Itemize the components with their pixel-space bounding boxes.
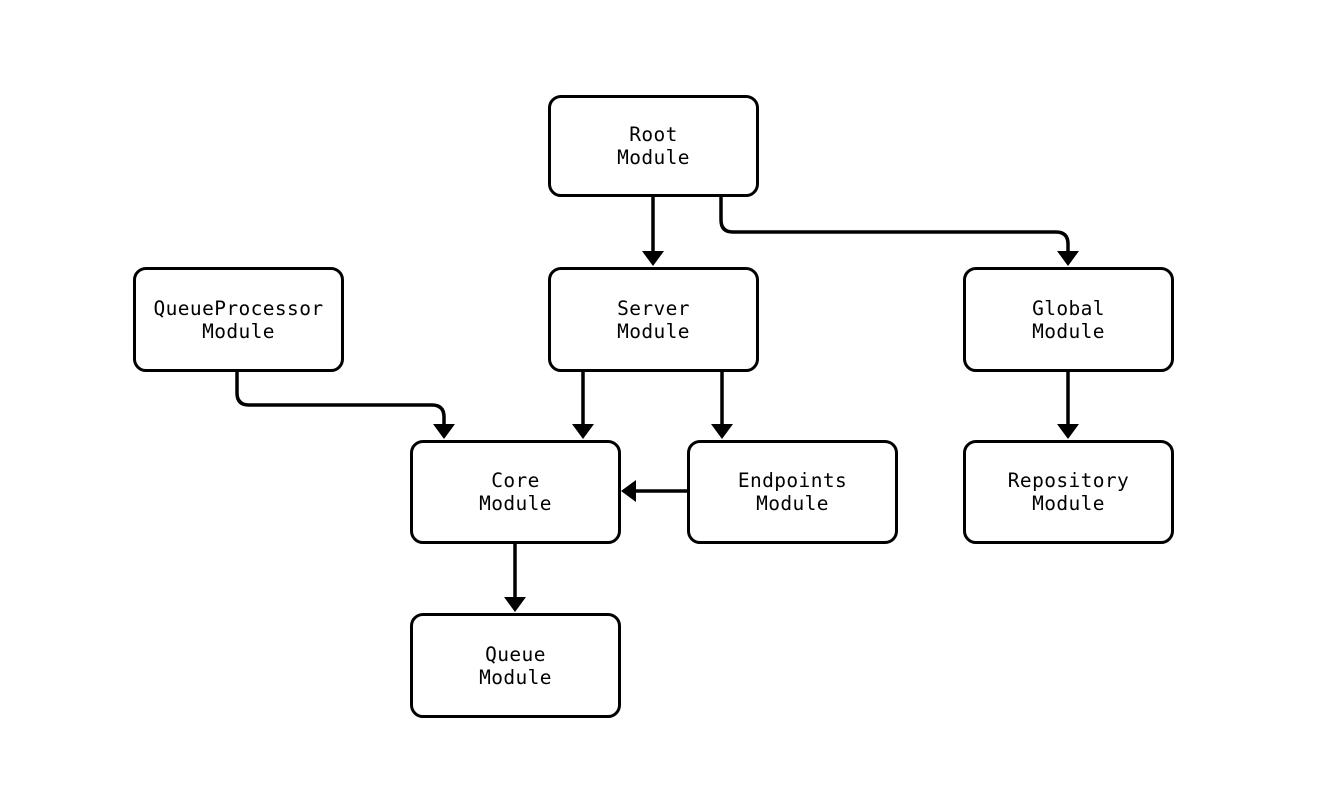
arrowhead-server-to-endpoints <box>711 424 733 439</box>
node-label-primary: Queue <box>485 642 546 666</box>
arrowhead-queueprocessor-to-core <box>433 424 455 439</box>
node-label-primary: Endpoints <box>737 469 848 492</box>
edge-root-to-global <box>719 197 1070 252</box>
node-label-primary: Root <box>629 123 678 146</box>
node-label-primary: Global <box>1032 296 1105 320</box>
node-label-secondary: Module <box>202 319 275 343</box>
node-label-secondary: Module <box>1032 319 1105 343</box>
arrowhead-root-to-server <box>642 251 664 266</box>
arrowhead-server-to-core <box>572 424 594 439</box>
node-label-primary: Repository <box>1007 469 1130 492</box>
node-label-secondary: Module <box>479 665 552 689</box>
node-label-secondary: Module <box>617 319 690 343</box>
edge-queueprocessor-to-core <box>235 372 446 425</box>
node-label-secondary: Module <box>617 146 690 169</box>
node-label-primary: QueueProcessor <box>153 296 324 320</box>
node-label-secondary: Module <box>756 492 829 515</box>
node-label-secondary: Module <box>1032 492 1105 515</box>
arrowhead-core-to-queue <box>504 597 526 612</box>
node-label-primary: Core <box>491 469 540 492</box>
node-label-primary: Server <box>617 296 690 320</box>
arrowhead-endpoints-to-core <box>621 480 636 502</box>
arrowhead-global-to-repository <box>1057 424 1079 439</box>
arrowhead-root-to-global <box>1057 251 1079 266</box>
node-label-secondary: Module <box>479 492 552 515</box>
